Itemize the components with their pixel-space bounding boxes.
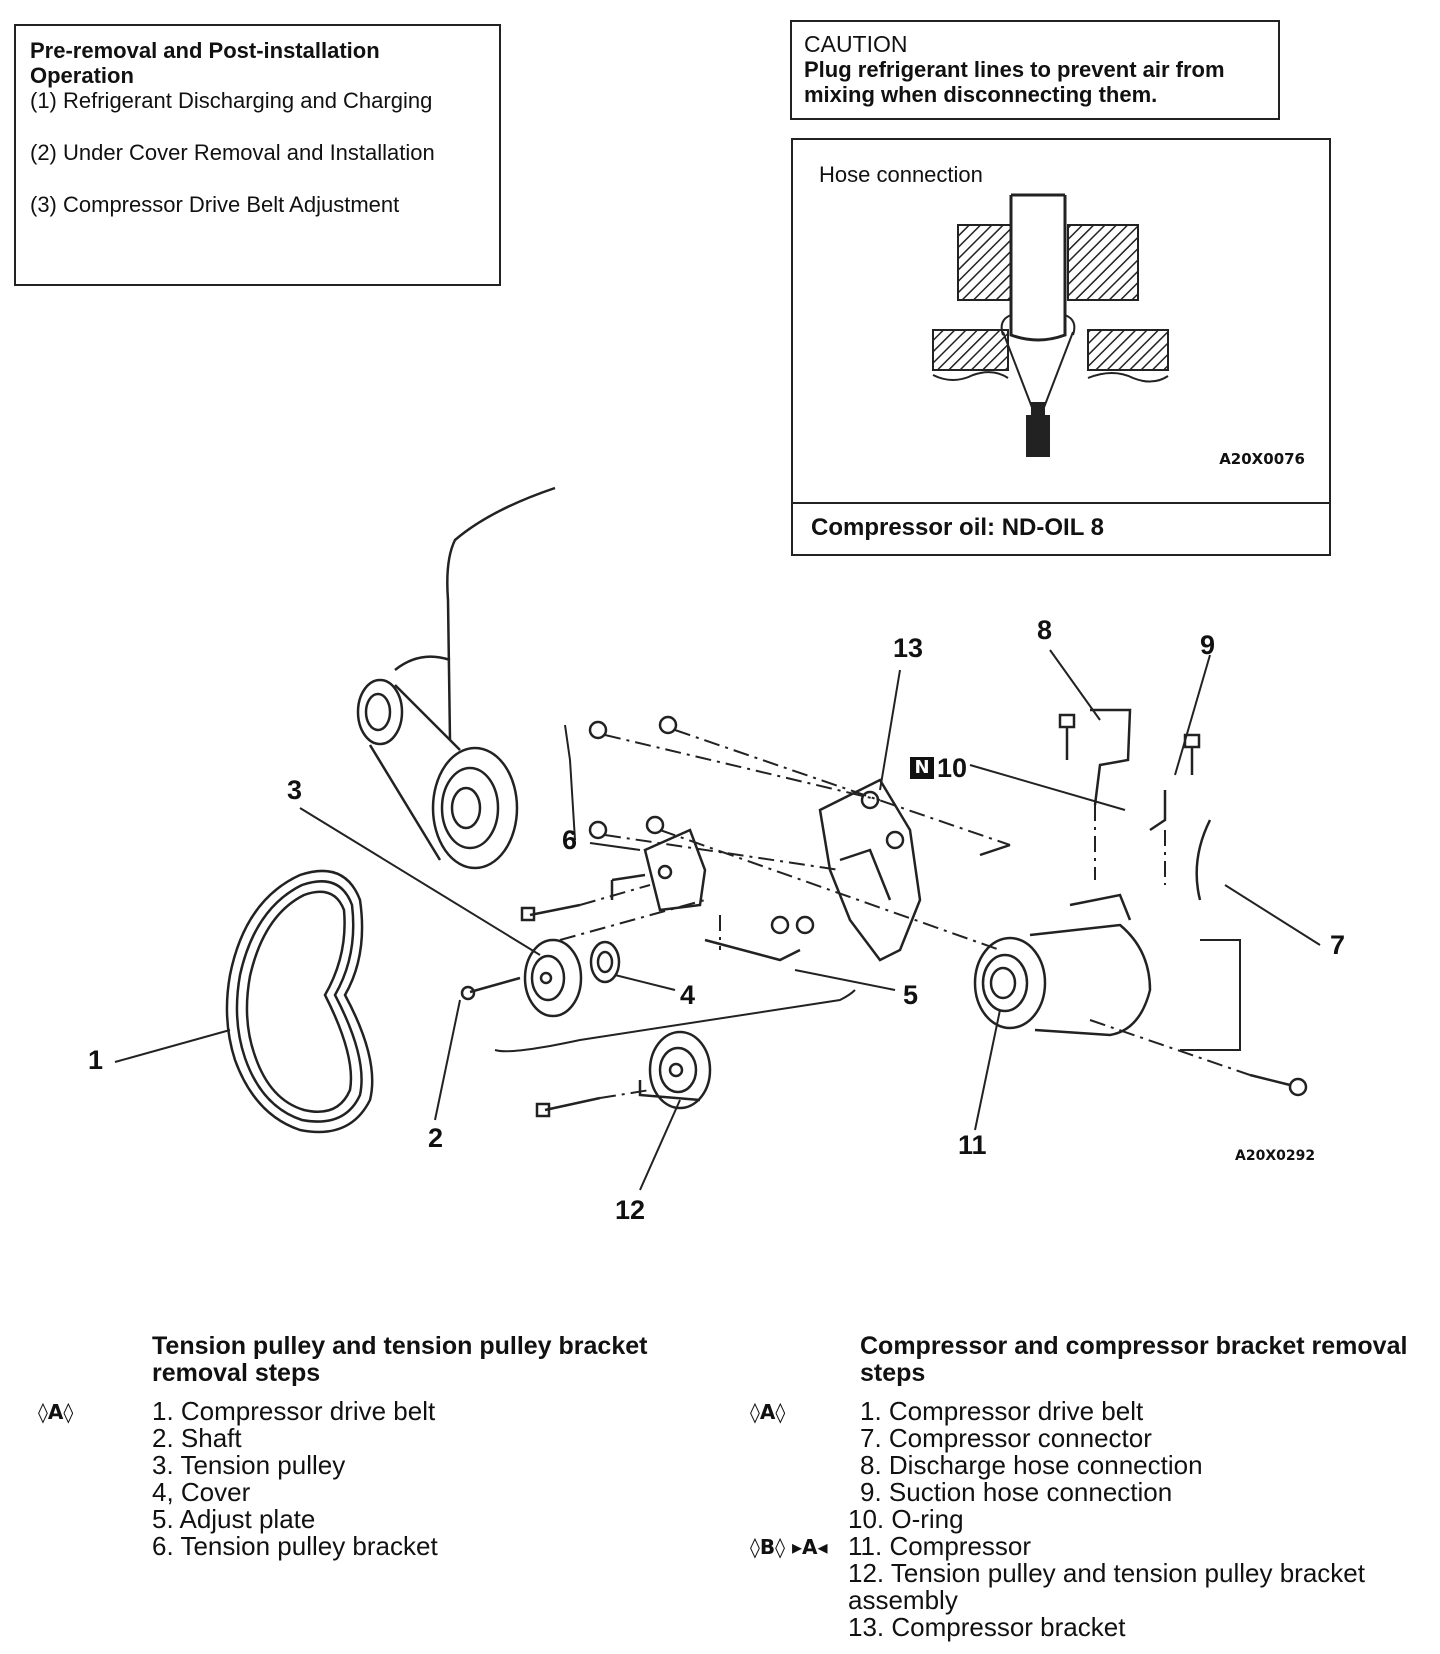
list-item: 11. Compressor [848, 1531, 1032, 1561]
diagram-code: A20X0292 [1235, 1148, 1316, 1164]
callout-11: 11 [958, 1130, 987, 1160]
list-item: 2. Shaft [152, 1423, 242, 1453]
list-item: 1. Compressor drive belt [152, 1396, 436, 1426]
callout-2: 2 [428, 1123, 444, 1153]
callout-1: 1 [88, 1045, 104, 1075]
left-steps-list: 1. Compressor drive belt 2. Shaft 3. Ten… [152, 1398, 438, 1560]
hose-connection-illustration [932, 193, 1169, 457]
list-item: 3. Tension pulley [152, 1450, 346, 1480]
callout-10: 10 [937, 753, 968, 783]
callout-7: 7 [1330, 930, 1346, 960]
list-item: 7. Compressor connector [860, 1423, 1152, 1453]
callout-3: 3 [287, 775, 303, 805]
compressor-oil-spec: Compressor oil: ND-OIL 8 [793, 502, 1329, 554]
right-step-mark-1: ◊A◊ [750, 1400, 786, 1424]
list-item: 8. Discharge hose connection [860, 1450, 1203, 1480]
callout-9: 9 [1200, 630, 1216, 660]
caution-title: CAUTION [804, 31, 908, 57]
list-item: 1. Compressor drive belt [860, 1396, 1144, 1426]
list-item: 13. Compressor bracket [848, 1612, 1126, 1642]
callout-6: 6 [562, 825, 578, 855]
callout-13: 13 [893, 633, 924, 663]
pre-removal-item-3: (3) Compressor Drive Belt Adjustment [30, 192, 400, 217]
pre-removal-item-2: (2) Under Cover Removal and Installation [30, 140, 435, 165]
callout-4: 4 [680, 980, 696, 1010]
list-item: 4, Cover [152, 1477, 251, 1507]
new-part-mark: N [910, 757, 934, 779]
list-item: 9. Suction hose connection [860, 1477, 1173, 1507]
list-item: 5. Adjust plate [152, 1504, 316, 1534]
pre-removal-box: Pre-removal and Post-installation Operat… [14, 24, 501, 286]
pre-removal-item-1: (1) Refrigerant Discharging and Charging [30, 88, 433, 113]
right-steps-list: 1. Compressor drive belt 7. Compressor c… [848, 1396, 1420, 1641]
left-step-mark: ◊A◊ [38, 1400, 74, 1424]
list-item: 10. O-ring [848, 1504, 964, 1534]
left-steps-title: Tension pulley and tension pulley bracke… [152, 1332, 648, 1387]
pre-removal-title: Pre-removal and Post-installation Operat… [30, 38, 380, 88]
right-step-mark-11: ◊B◊ ▸A◂ [750, 1535, 828, 1559]
right-steps-title: Compressor and compressor bracket remova… [860, 1332, 1408, 1387]
caution-box: CAUTION Plug refrigerant lines to preven… [790, 20, 1280, 120]
hose-inset-code: A20X0076 [1219, 450, 1305, 468]
list-item: 6. Tension pulley bracket [152, 1531, 438, 1561]
callout-5: 5 [903, 980, 919, 1010]
callout-8: 8 [1037, 615, 1053, 645]
hose-connection-inset: Hose connection A20X0076 Compressor oil:… [791, 138, 1331, 556]
list-item: 12. Tension pulley and tension pulley br… [848, 1558, 1365, 1615]
caution-body: Plug refrigerant lines to prevent air fr… [804, 57, 1225, 107]
callout-12: 12 [615, 1195, 646, 1225]
hose-connection-caption: Hose connection [819, 162, 983, 187]
